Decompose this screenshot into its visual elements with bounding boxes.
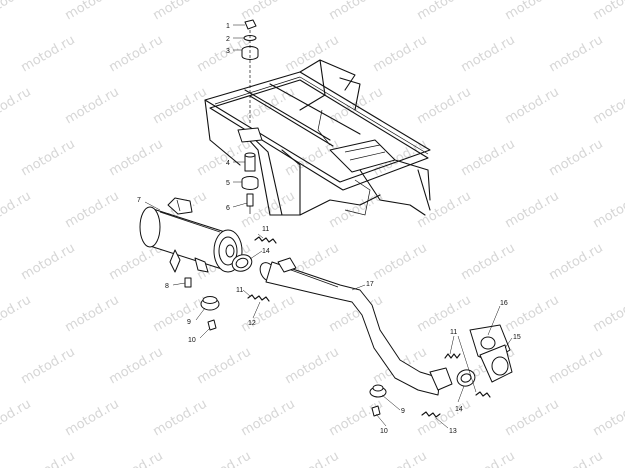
watermark-text: motod.ru [371,449,430,468]
callout-11-lower: 11 [450,329,457,336]
watermark-text: motod.ru [107,137,166,180]
watermark-text: motod.ru [107,449,166,468]
watermark-text: motod.ru [283,345,342,388]
callout-13: 13 [449,428,457,435]
watermark-text: motod.ru [19,241,78,284]
watermark-text: motod.ru [591,0,625,23]
watermark-text: motod.ru [19,345,78,388]
watermark-text: motod.ru [63,293,122,336]
callout-14-lower: 14 [455,406,463,413]
callout-17: 17 [366,281,374,288]
watermark-text: motod.ru [503,0,562,23]
watermark-text: motod.ru [327,0,386,23]
watermark-text: motod.ru [107,345,166,388]
muffler-gasket [231,254,253,272]
callout-3: 3 [226,48,230,55]
watermark-text: motod.ru [19,33,78,76]
muffler [139,197,243,273]
watermark-text: motod.ru [0,85,34,128]
exhaust-port-hardware [444,324,513,398]
callout-11-middle: 11 [236,287,243,294]
callout-11-upper: 11 [262,226,269,233]
upper-mount-hardware [241,19,259,125]
callout-12: 12 [248,320,256,327]
watermark-text: motod.ru [151,397,210,440]
watermark-text: motod.ru [503,397,562,440]
watermark-text: motod.ru [0,0,34,23]
callout-15: 15 [513,334,521,341]
lower-mount-hardware [241,152,259,214]
callout-9-lower: 9 [401,408,405,415]
watermark-text: motod.ru [327,397,386,440]
muffler-fasteners [184,277,220,331]
callout-16: 16 [500,300,508,307]
watermark-text: motod.ru [459,33,518,76]
watermark-text: motod.ru [371,33,430,76]
watermark-text: motod.ru [503,85,562,128]
callout-14-upper: 14 [262,248,270,255]
watermark-text: motod.ru [547,137,606,180]
watermark-text: motod.ru [195,345,254,388]
watermark-text: motod.ru [459,449,518,468]
watermark-text: motod.ru [151,293,210,336]
watermark-text: motod.ru [547,33,606,76]
callout-1: 1 [226,23,230,30]
watermark-text: motod.ru [415,189,474,232]
watermark-text: motod.ru [547,449,606,468]
muffler-springs [247,236,277,302]
watermark-text: motod.ru [283,33,342,76]
watermark-text: motod.ru [591,85,625,128]
watermark-text: motod.ru [591,189,625,232]
watermark-text: motod.ru [151,85,210,128]
watermark-text: motod.ru [415,397,474,440]
callout-9-upper: 9 [187,319,191,326]
callout-10-upper: 10 [188,337,196,344]
watermark-text: motod.ru [195,449,254,468]
callout-4: 4 [226,160,230,167]
watermark-text: motod.ru [63,189,122,232]
watermark-text: motod.ru [19,137,78,180]
callout-5: 5 [226,180,230,187]
callout-10-lower: 10 [380,428,388,435]
watermark-text: motod.ru [503,293,562,336]
callout-labels: 1 2 3 4 5 6 7 8 9 10 11 14 11 12 17 16 1… [137,23,521,435]
leader-lines [144,24,513,429]
watermark-text: motod.ru [0,397,34,440]
watermark-text: motod.ru [459,241,518,284]
watermark-text: motod.ru [415,85,474,128]
watermark-text: motod.ru [503,189,562,232]
watermark-text: motod.ru [0,189,34,232]
callout-2: 2 [226,36,230,43]
watermark-text: motod.ru [371,241,430,284]
watermark-text: motod.ru [283,449,342,468]
watermark-text: motod.ru [239,0,298,23]
watermark-text: motod.ru [459,137,518,180]
watermark-text: motod.ru [547,241,606,284]
head-pipe [259,257,453,396]
frame-chassis [204,59,431,216]
watermark-text: motod.ru [151,0,210,23]
watermark-text: motod.ru [415,0,474,23]
watermark-text: motod.ru [0,293,34,336]
watermark-text: motod.ru [591,397,625,440]
watermark-text: motod.ru [415,293,474,336]
lower-fasteners [369,384,441,418]
callout-6: 6 [226,205,230,212]
watermark-text: motod.ru [19,449,78,468]
watermark-text: motod.ru [63,397,122,440]
watermark-text: motod.ru [547,345,606,388]
watermark-text: motod.ru [591,293,625,336]
watermark-text: motod.ru [239,397,298,440]
watermark-text: motod.ru [63,0,122,23]
watermark-text: motod.ru [63,85,122,128]
callout-7: 7 [137,197,141,204]
watermark-text: motod.ru [107,33,166,76]
callout-8: 8 [165,283,169,290]
